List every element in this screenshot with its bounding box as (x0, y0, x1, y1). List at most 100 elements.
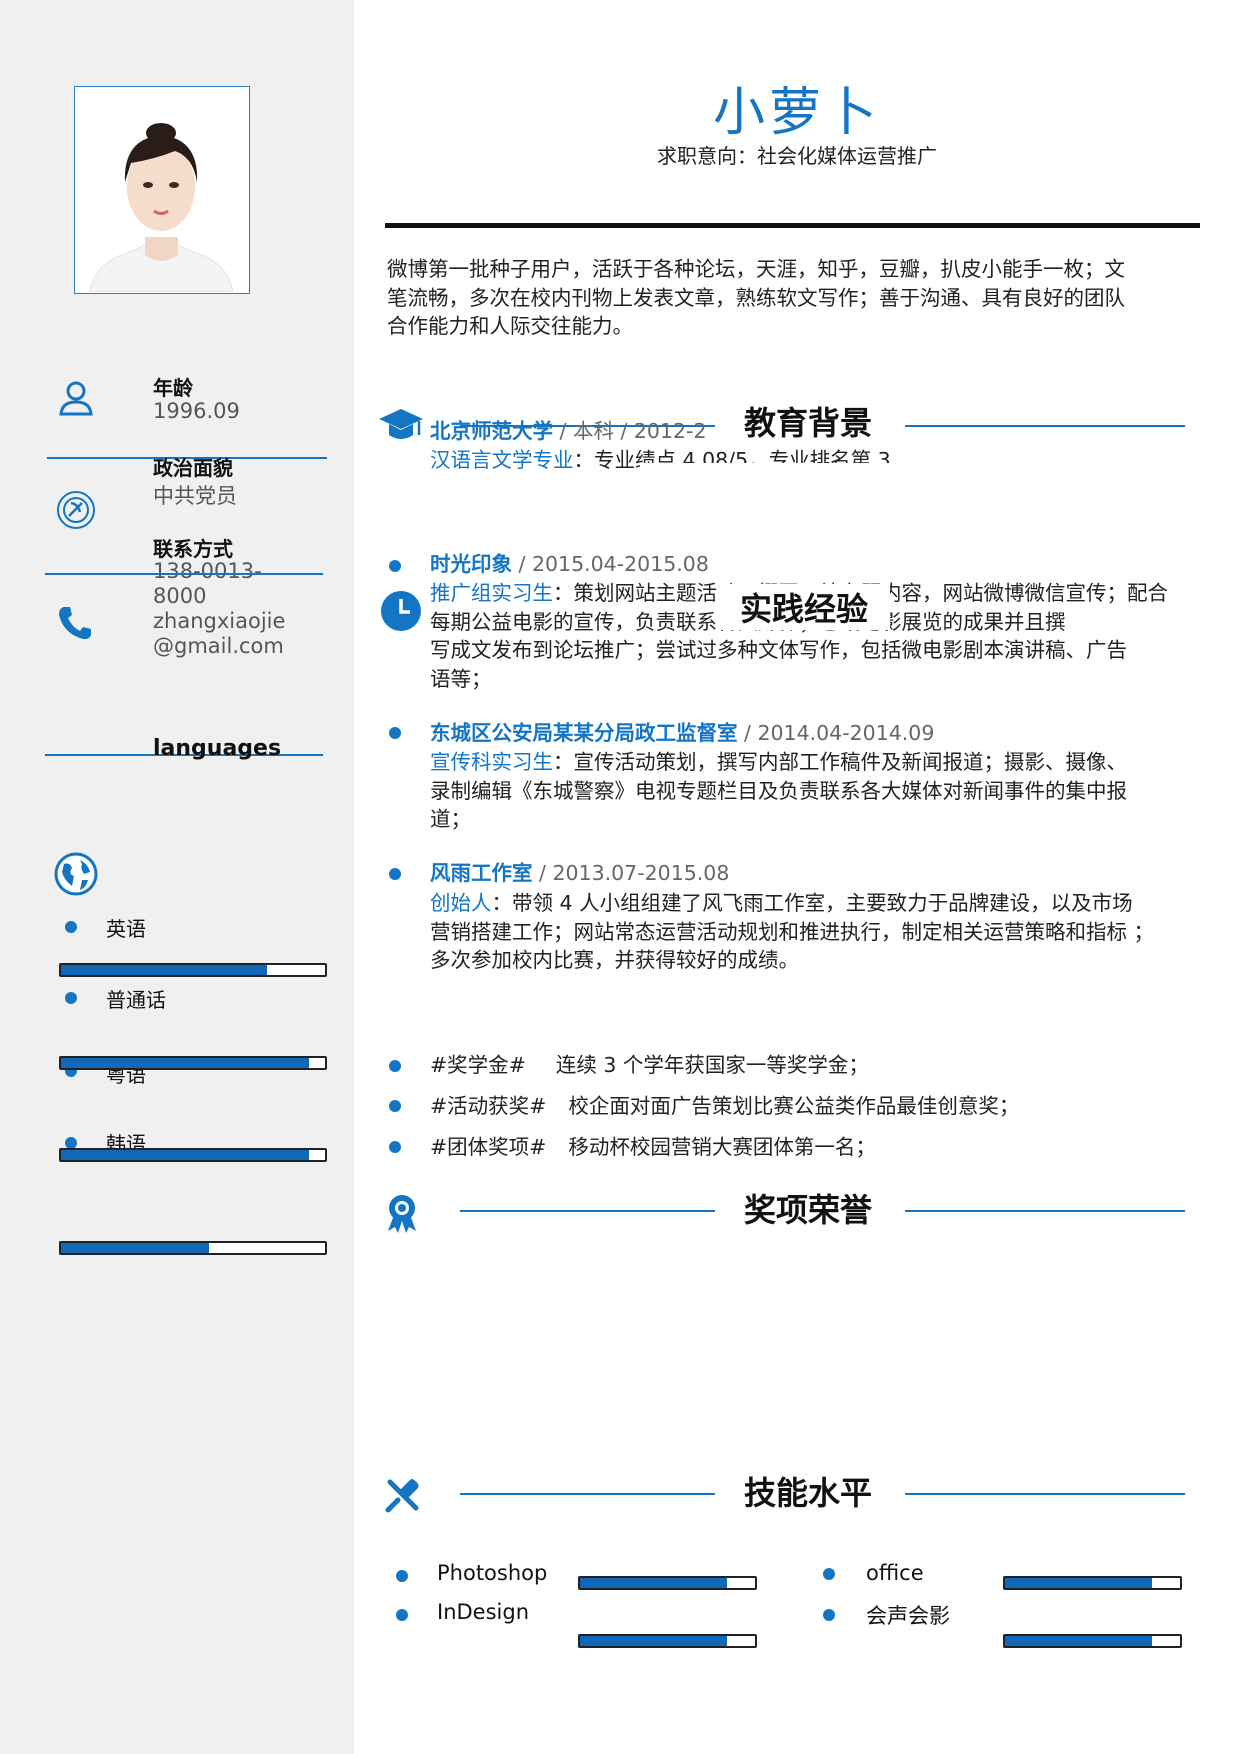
contact-label: 联系方式 (153, 537, 233, 561)
skill-name: office (866, 1561, 924, 1585)
politics-value: 中共党员 (153, 484, 237, 508)
languages-title: languages (153, 736, 282, 761)
bullet (823, 1609, 835, 1621)
bullet (396, 1609, 408, 1621)
section-rule (905, 1493, 1185, 1495)
language-level-bar (59, 963, 327, 977)
bullet (823, 1568, 835, 1580)
award-item: #奖学金# 连续 3 个学年获国家一等奖学金； (430, 1051, 869, 1080)
phone-icon (56, 604, 94, 642)
skill-level-fill (580, 1578, 727, 1588)
experience-period: / 2015.04-2015.08 (512, 552, 709, 576)
experience-line: 写成文发布到论坛推广；尝试过多种文体写作，包括微电影剧本演讲稿、广告 (430, 638, 1127, 662)
divider (45, 754, 323, 756)
language-name: 普通话 (106, 988, 166, 1012)
award-text: 校企面对面广告策划比赛公益类作品最佳创意奖； (568, 1094, 1020, 1118)
award-text: 连续 3 个学年获国家一等奖学金； (555, 1053, 869, 1077)
section-title-education: 教育背景 (740, 398, 877, 444)
major: 汉语言文学专业 (430, 448, 574, 472)
bullet (389, 1100, 401, 1112)
experience-role: 创始人 (430, 891, 492, 915)
award-item: #活动获奖# 校企面对面广告策划比赛公益类作品最佳创意奖； (430, 1092, 1019, 1121)
summary-line: 微博第一批种子用户，活跃于各种论坛，天涯，知乎，豆瓣，扒皮小能手一枚；文 (387, 257, 1125, 281)
bullet (389, 1141, 401, 1153)
experience-header: 时光印象 / 2015.04-2015.08 (430, 550, 709, 578)
education-meta: / 本科 / 2012-2016 (559, 419, 705, 443)
text-mask (640, 463, 940, 477)
language-level-fill (61, 1150, 310, 1160)
skill-name: 会声会影 (866, 1604, 950, 1628)
bullet (389, 1060, 401, 1072)
experience-body: 宣传科实习生：宣传活动策划，撰写内部工作稿件及新闻报道；摄影、摄像、 录制编辑《… (430, 748, 1235, 834)
experience-header: 东城区公安局某某分局政工监督室 / 2014.04-2014.09 (430, 719, 934, 747)
email-line-2: @gmail.com (153, 634, 284, 658)
skill-level-bar (1003, 1634, 1182, 1648)
bullet (396, 1570, 408, 1582)
job-intention: 求职意向：社会化媒体运营推广 (657, 144, 937, 168)
skill-name: Photoshop (437, 1561, 548, 1585)
experience-org: 东城区公安局某某分局政工监督室 (430, 721, 738, 745)
experience-role: 宣传科实习生 (430, 750, 553, 774)
skill-level-bar (1003, 1576, 1182, 1590)
tools-icon (384, 1476, 422, 1514)
award-item: #团体奖项# 移动杯校园营销大赛团体第一名； (430, 1133, 876, 1162)
award-tag: #奖学金# (430, 1053, 526, 1077)
skill-name: InDesign (437, 1600, 530, 1624)
experience-role: 推广组实习生 (430, 581, 553, 605)
section-rule (905, 425, 1185, 427)
divider (45, 573, 323, 575)
award-ribbon-icon (384, 1193, 420, 1233)
experience-line: 语等； (430, 666, 492, 691)
experience-line: 多次参加校内比赛，并获得较好的成绩。 (430, 948, 799, 972)
section-title-experience: 实践经验 (718, 584, 891, 630)
section-rule (905, 1210, 1185, 1212)
award-tag: #团体奖项# (430, 1135, 547, 1159)
politics-label: 政治面貌 (153, 456, 233, 480)
language-level-fill (61, 1058, 310, 1068)
award-text: 移动杯校园营销大赛团体第一名； (568, 1135, 876, 1159)
age-label: 年龄 (153, 376, 193, 400)
party-emblem-icon (56, 490, 96, 530)
bullet (65, 1137, 77, 1149)
graduation-cap-icon (377, 405, 425, 445)
experience-body: 创始人：带领 4 人小组组建了风飞雨工作室，主要致力于品牌建设，以及市场 营销搭… (430, 889, 1235, 975)
age-value: 1996.09 (153, 399, 240, 423)
phone-line-2: 8000 (153, 584, 207, 608)
language-level-bar (59, 1056, 327, 1070)
divider (47, 457, 327, 459)
user-icon (56, 378, 96, 418)
experience-header: 风雨工作室 / 2013.07-2015.08 (430, 859, 729, 887)
email-line-1: zhangxiaojie (153, 609, 286, 633)
section-rule (460, 425, 715, 427)
school-name: 北京师范大学 (430, 419, 553, 443)
bullet (65, 921, 77, 933)
clock-icon (380, 590, 422, 632)
language-level-bar (59, 1241, 327, 1255)
candidate-name: 小萝卜 (712, 83, 881, 143)
header-rule (385, 223, 1200, 228)
language-level-bar (59, 1148, 327, 1162)
skill-level-fill (1005, 1578, 1152, 1588)
experience-org: 时光印象 (430, 552, 512, 576)
summary: 微博第一批种子用户，活跃于各种论坛，天涯，知乎，豆瓣，扒皮小能手一枚；文 笔流畅… (387, 255, 1207, 341)
bullet (389, 727, 401, 739)
bullet (389, 868, 401, 880)
summary-line: 合作能力和人际交往能力。 (387, 314, 633, 338)
phone-line-1: 138-0013- (153, 559, 262, 583)
skill-level-fill (580, 1636, 727, 1646)
experience-line: 营销搭建工作；网站常态运营活动规划和推进执行，制定相关运营策略和指标 ； (430, 919, 1155, 944)
section-rule (460, 1210, 715, 1212)
bullet (389, 560, 401, 572)
bullet (65, 992, 77, 1004)
section-rule (460, 1493, 715, 1495)
language-name: 英语 (106, 917, 146, 941)
summary-line: 笔流畅，多次在校内刊物上发表文章，熟练软文写作；善于沟通、具有良好的团队 (387, 285, 1125, 310)
skill-level-bar (578, 1634, 757, 1648)
language-level-fill (61, 1243, 209, 1253)
section-title-awards: 奖项荣誉 (740, 1185, 877, 1231)
education-header: 北京师范大学 / 本科 / 2012-2016 (430, 417, 705, 447)
profile-photo (74, 86, 250, 294)
section-title-skills: 技能水平 (740, 1468, 877, 1514)
award-tag: #活动获奖# (430, 1094, 547, 1118)
globe-icon (54, 852, 98, 896)
